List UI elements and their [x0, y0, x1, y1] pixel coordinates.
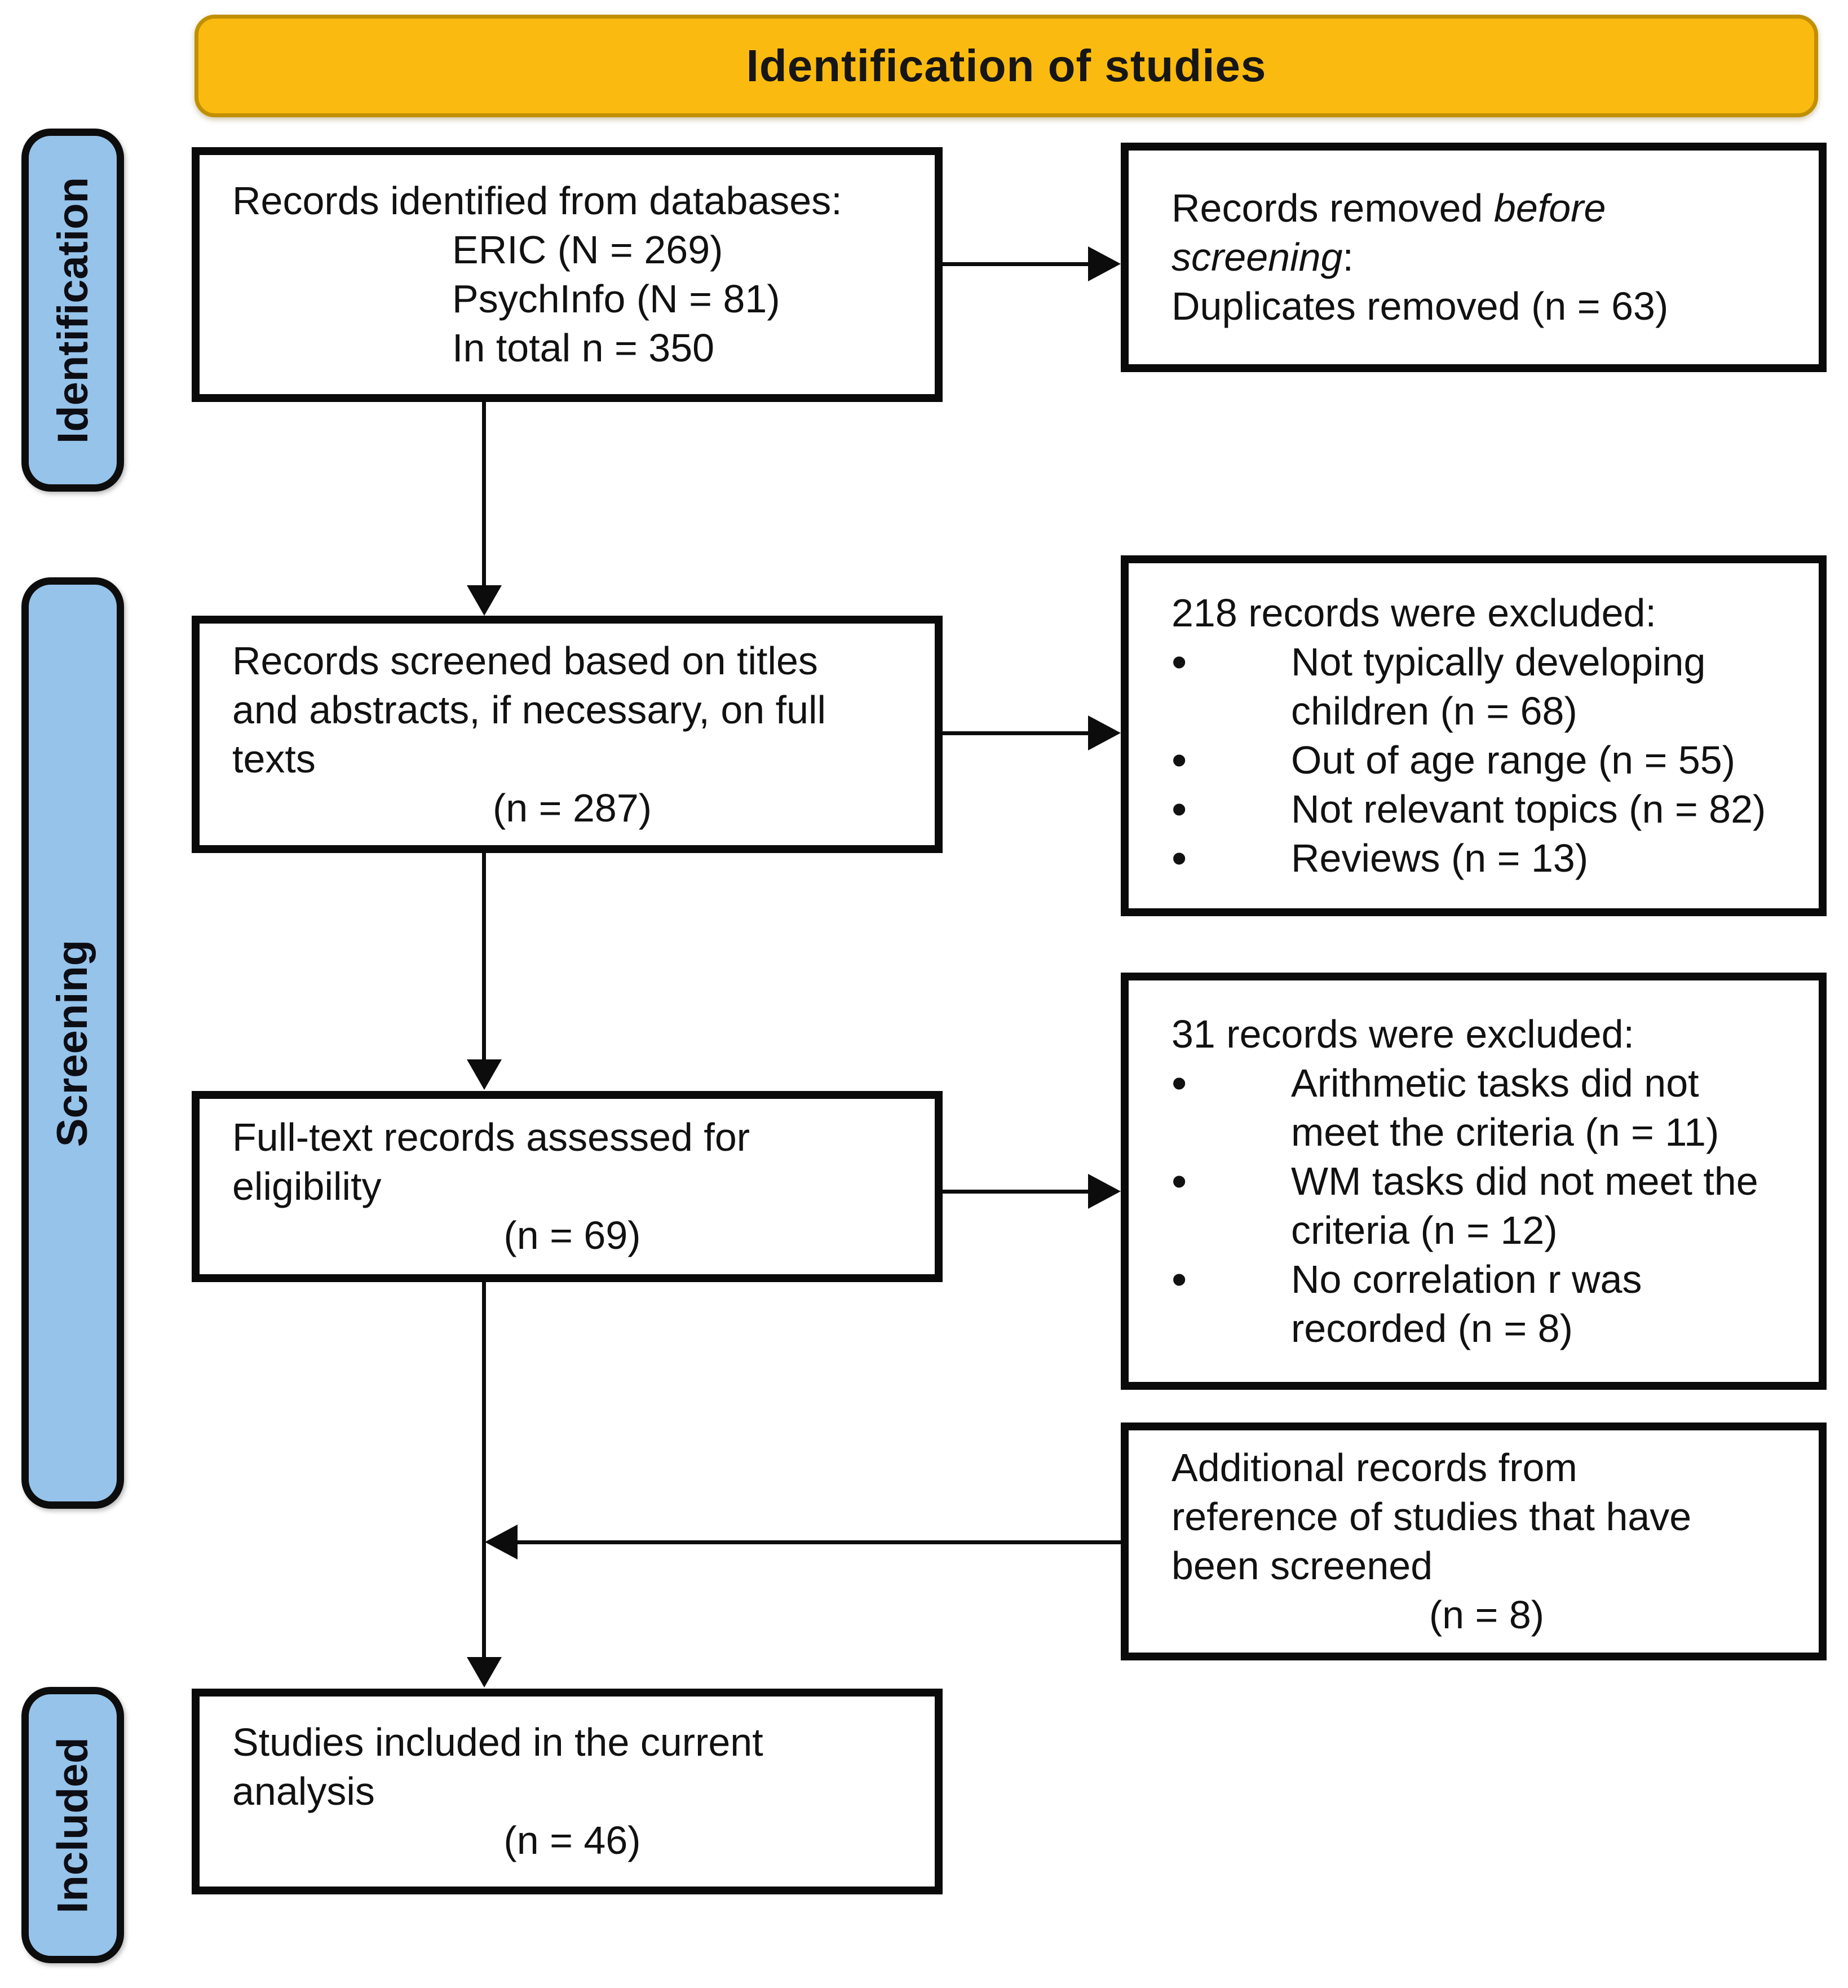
connector-vertical-identified-to-screened — [482, 402, 486, 588]
arrowhead-left-icon — [485, 1525, 518, 1560]
box-records-identified-line: ERIC (N = 269) — [452, 228, 723, 272]
box-additional-records: Additional records from reference of stu… — [1121, 1422, 1827, 1660]
box-records-removed-text: : — [1342, 235, 1354, 279]
box-fulltext-assessed-line: eligibility — [232, 1164, 382, 1208]
box-excluded-218-title: 218 records were excluded: — [1171, 591, 1656, 635]
bullet-line: Not typically developing — [1291, 640, 1706, 684]
box-records-removed-before-screening: Records removed before screening: Duplic… — [1121, 143, 1827, 372]
box-records-screened-line: and abstracts, if necessary, on full — [232, 687, 826, 732]
bullet-item: Not relevant topics (n = 82) — [1171, 785, 1802, 834]
connector-horizontal-additional-to-main — [516, 1540, 1121, 1544]
box-excluded-31-bullets: Arithmetic tasks did not meet the criteri… — [1171, 1059, 1802, 1353]
box-studies-included-count: (n = 46) — [503, 1818, 641, 1862]
box-additional-records-line: Additional records from — [1171, 1446, 1577, 1490]
arrowhead-right-icon — [1088, 246, 1121, 281]
stage-label-included: Included — [21, 1687, 124, 1963]
box-records-screened: Records screened based on titles and abs… — [192, 616, 943, 853]
bullet-item: Arithmetic tasks did not meet the criteri… — [1171, 1059, 1802, 1157]
arrowhead-down-icon — [467, 1657, 502, 1687]
box-fulltext-assessed-count: (n = 69) — [503, 1213, 641, 1257]
box-excluded-218-bullets: Not typically developing children (n = 68… — [1171, 638, 1802, 883]
box-additional-records-line: reference of studies that have — [1171, 1495, 1692, 1539]
box-studies-included-line: Studies included in the current — [232, 1720, 763, 1764]
arrowhead-right-icon — [1088, 1174, 1121, 1209]
box-additional-records-count: (n = 8) — [1429, 1593, 1545, 1637]
connector-vertical-screened-to-fulltext — [482, 853, 486, 1063]
bullet-item: Not typically developing children (n = 68… — [1171, 638, 1802, 736]
arrowhead-down-icon — [467, 585, 502, 616]
stage-label-included-text: Included — [48, 1737, 97, 1914]
bullet-line: meet the criteria (n = 11) — [1291, 1110, 1719, 1154]
bullet-line: Arithmetic tasks did not — [1291, 1061, 1699, 1105]
box-records-identified-line: In total n = 350 — [452, 326, 715, 370]
arrowhead-right-icon — [1088, 715, 1121, 750]
banner-title: Identification of studies — [746, 41, 1267, 91]
connector-horizontal-identified-to-removed — [943, 262, 1088, 266]
box-records-removed-text: Records removed — [1171, 186, 1494, 230]
box-records-removed-duplicates: Duplicates removed (n = 63) — [1171, 284, 1669, 328]
box-studies-included-line: analysis — [232, 1769, 375, 1813]
box-records-identified: Records identified from databases: ERIC … — [192, 147, 943, 402]
arrowhead-down-icon — [467, 1059, 502, 1090]
connector-horizontal-fulltext-to-excluded31 — [943, 1190, 1088, 1194]
box-fulltext-assessed-line: Full-text records assessed for — [232, 1115, 750, 1159]
box-additional-records-line: been screened — [1171, 1544, 1433, 1588]
box-records-screened-line: texts — [232, 736, 316, 781]
stage-label-identification-text: Identification — [48, 176, 97, 444]
bullet-item: Out of age range (n = 55) — [1171, 736, 1802, 785]
box-records-identified-line: PsychInfo (N = 81) — [452, 277, 780, 321]
bullet-line: Not relevant topics (n = 82) — [1291, 787, 1766, 831]
banner-identification-of-studies: Identification of studies — [194, 15, 1818, 117]
bullet-item: Reviews (n = 13) — [1171, 834, 1802, 883]
box-records-removed-line: screening: — [1171, 233, 1802, 282]
box-fulltext-assessed: Full-text records assessed for eligibili… — [192, 1091, 943, 1282]
stage-label-identification: Identification — [21, 129, 124, 492]
bullet-line: children (n = 68) — [1291, 689, 1577, 733]
box-excluded-218: 218 records were excluded: Not typically… — [1121, 555, 1827, 916]
bullet-line: Out of age range (n = 55) — [1291, 738, 1736, 782]
bullet-line: No correlation r was — [1291, 1257, 1642, 1301]
box-records-removed-italic: before — [1493, 186, 1606, 230]
connector-vertical-fulltext-to-included — [482, 1282, 486, 1660]
bullet-line: WM tasks did not meet the — [1291, 1159, 1758, 1203]
box-records-removed-line: Records removed before — [1171, 184, 1802, 233]
connector-horizontal-screened-to-excluded218 — [943, 731, 1088, 735]
stage-label-screening-text: Screening — [48, 939, 97, 1147]
box-records-screened-count: (n = 287) — [492, 785, 652, 830]
bullet-line: recorded (n = 8) — [1291, 1306, 1573, 1350]
box-records-identified-line: Records identified from databases: — [232, 179, 842, 223]
stage-label-screening: Screening — [21, 577, 124, 1509]
box-excluded-31: 31 records were excluded: Arithmetic tas… — [1121, 973, 1827, 1390]
box-records-removed-italic: screening — [1171, 235, 1343, 279]
bullet-line: Reviews (n = 13) — [1291, 836, 1589, 880]
box-records-screened-line: Records screened based on titles — [232, 638, 818, 683]
box-studies-included: Studies included in the current analysis… — [192, 1689, 943, 1894]
bullet-line: criteria (n = 12) — [1291, 1208, 1558, 1252]
bullet-item: WM tasks did not meet the criteria (n = 1… — [1171, 1157, 1802, 1255]
bullet-item: No correlation r was recorded (n = 8) — [1171, 1255, 1802, 1353]
box-excluded-31-title: 31 records were excluded: — [1171, 1011, 1634, 1056]
